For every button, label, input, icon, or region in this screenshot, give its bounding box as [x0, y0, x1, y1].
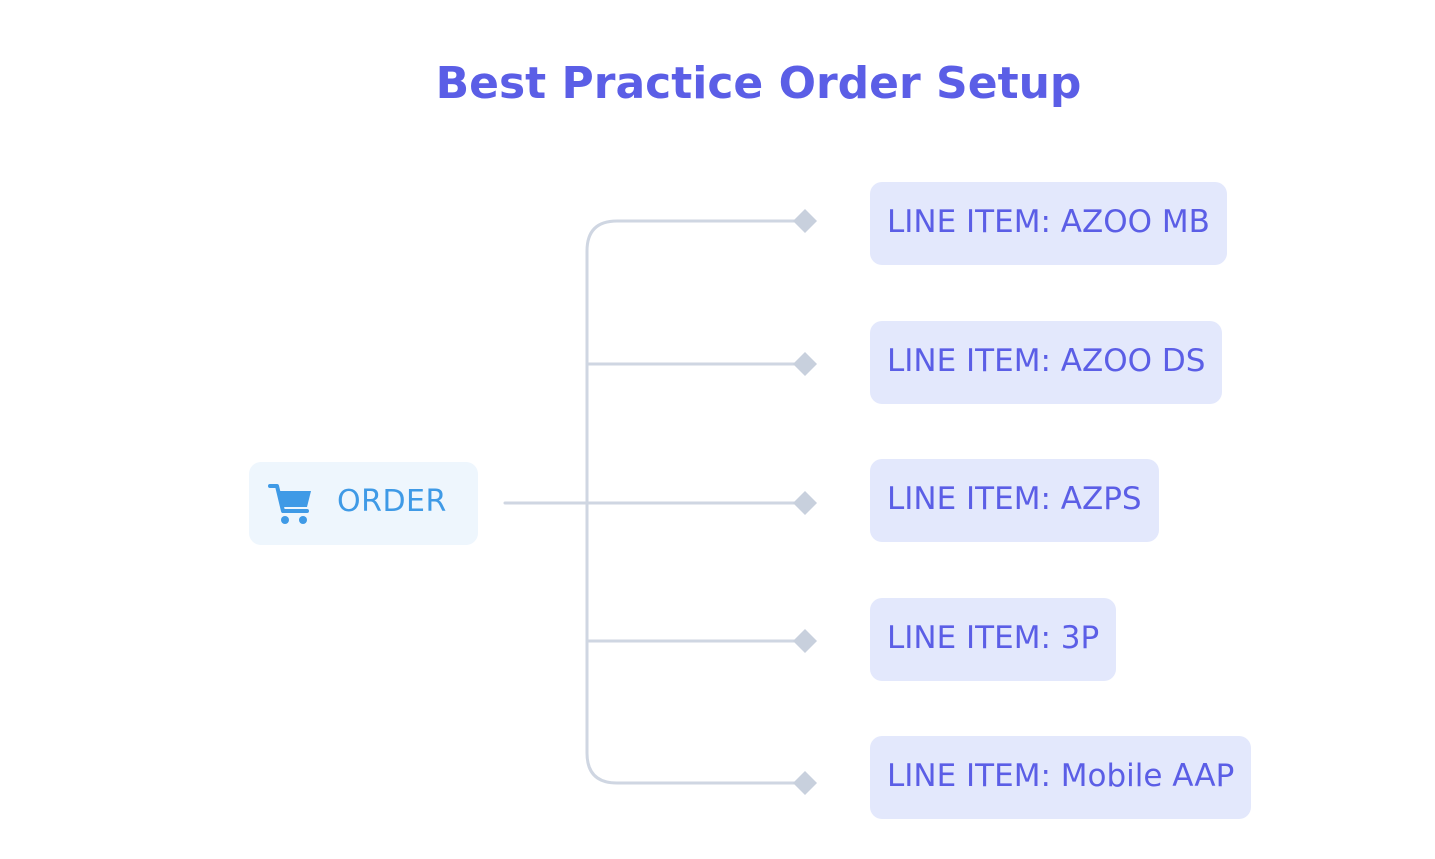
arrow-head-1	[793, 209, 817, 233]
shopping-cart-icon	[268, 484, 311, 524]
line-item-azoo-ds: LINE ITEM: AZOO DS	[870, 321, 1223, 404]
line-item-azps: LINE ITEM: AZPS	[870, 459, 1159, 542]
arrow-head-2	[793, 352, 817, 376]
order-node: ORDER	[249, 462, 478, 545]
line-item-mobile-aap: LINE ITEM: Mobile AAP	[870, 736, 1252, 819]
arrow-head-4	[793, 629, 817, 653]
arrow-head-5	[793, 771, 817, 795]
arrow-head-3	[793, 491, 817, 515]
diagram-title: Best Practice Order Setup	[435, 58, 1082, 109]
line-item-3p: LINE ITEM: 3P	[870, 598, 1117, 681]
order-label: ORDER	[337, 484, 447, 519]
line-item-azoo-mb: LINE ITEM: AZOO MB	[870, 182, 1227, 265]
